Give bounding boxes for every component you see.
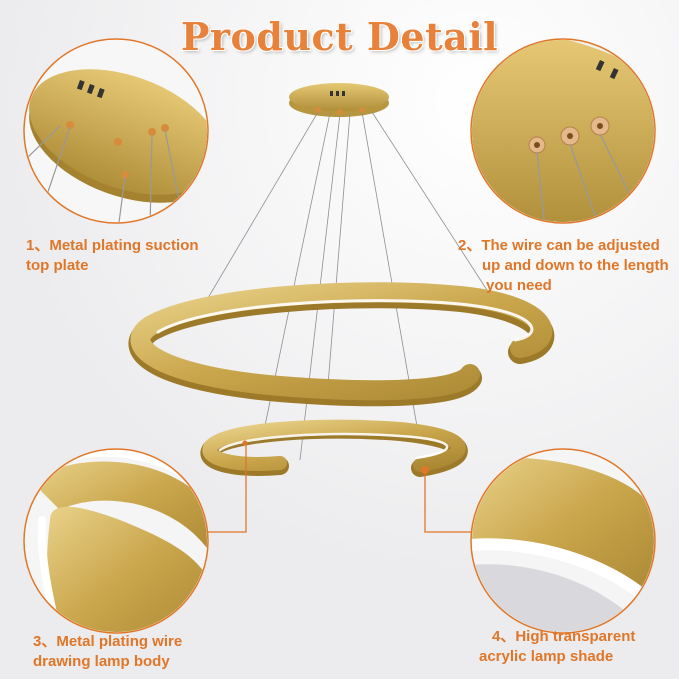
- callout-label-wire: 2、The wire can be adjusted up and down t…: [458, 236, 669, 296]
- callout-label-lamp-body: 3、Metal plating wire drawing lamp body: [33, 632, 182, 672]
- callout-number: 4、: [492, 628, 516, 645]
- lower-ring: [200, 419, 468, 477]
- detail-circle-lamp-body: [23, 448, 209, 634]
- page-title: Product Detail: [180, 14, 499, 59]
- callout-number: 3、: [33, 633, 57, 650]
- ceiling-plate: [289, 83, 389, 117]
- callout-text-line: High transparent: [515, 628, 636, 645]
- callout-text-line: acrylic lamp shade: [479, 648, 614, 665]
- callout-text-line: drawing lamp body: [33, 653, 170, 670]
- callout-number: 2、: [458, 237, 482, 254]
- callout-text-line: Metal plating wire: [56, 633, 183, 650]
- callout-text-line: up and down to the length: [482, 257, 669, 274]
- detail-circle-wire: [470, 38, 656, 224]
- callout-text-line: Metal plating suction: [49, 237, 199, 254]
- callout-text-line: you need: [486, 277, 552, 294]
- callout-text-line: top plate: [26, 257, 89, 274]
- callout-label-acrylic-shade: 4、High transparent acrylic lamp shade: [479, 627, 636, 667]
- callout-number: 1、: [26, 237, 50, 254]
- upper-ring: [128, 282, 555, 407]
- callout-text-line: The wire can be adjusted: [481, 237, 660, 254]
- callout-label-top-plate: 1、Metal plating suction top plate: [26, 236, 199, 276]
- detail-circle-top-plate: [23, 38, 209, 224]
- detail-circle-acrylic-shade: [470, 448, 656, 634]
- callout-lines: [208, 443, 471, 533]
